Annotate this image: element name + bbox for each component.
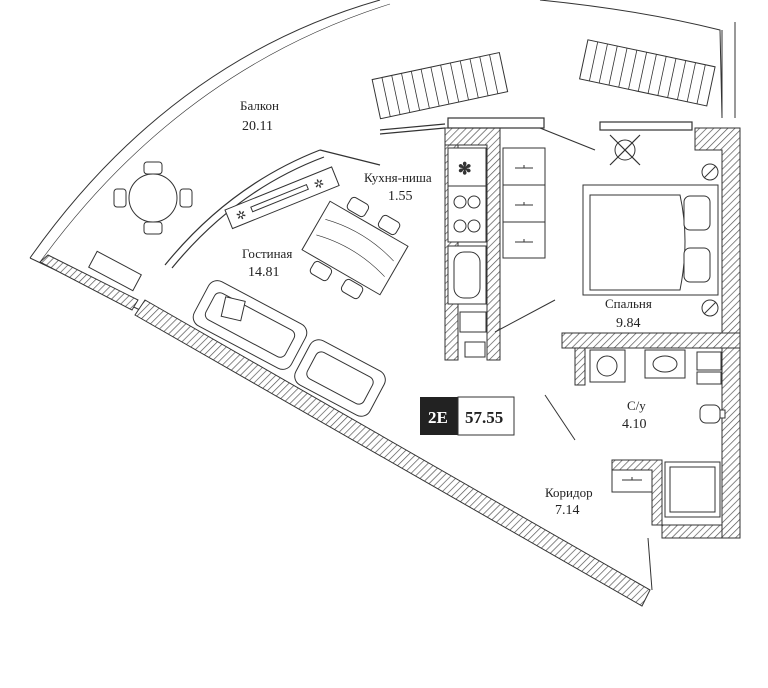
room-label-bathroom: С/у 4.10 <box>622 398 647 432</box>
room-label-living: Гостиная 14.81 <box>242 246 292 280</box>
apartment-total-area: 57.55 <box>465 408 503 427</box>
room-label-corridor: Коридор 7.14 <box>545 485 593 518</box>
balcony-table <box>113 161 193 235</box>
svg-text:20.11: 20.11 <box>242 119 273 134</box>
svg-text:Коридор: Коридор <box>545 485 593 500</box>
sunbed-right <box>579 39 716 107</box>
svg-text:✻: ✻ <box>458 161 471 178</box>
plant <box>609 134 641 166</box>
balcony-bench <box>88 250 142 292</box>
sofa <box>192 280 308 370</box>
svg-text:Гостиная: Гостиная <box>242 246 292 261</box>
svg-text:✲: ✲ <box>312 175 327 192</box>
svg-text:14.81: 14.81 <box>248 265 280 280</box>
room-label-balcony: Балкон 20.11 <box>240 98 279 134</box>
svg-text:9.84: 9.84 <box>616 316 641 331</box>
bedside-lamps <box>701 163 719 317</box>
svg-text:С/у: С/у <box>627 398 646 413</box>
bathroom-fixtures <box>589 349 726 518</box>
armchair <box>294 339 386 417</box>
svg-text:1.55: 1.55 <box>388 189 413 204</box>
kitchen-unit: ✻ <box>447 147 556 358</box>
bed <box>582 184 719 296</box>
svg-text:✲: ✲ <box>234 207 249 224</box>
window-frames <box>164 117 693 269</box>
dining-table <box>301 196 409 300</box>
room-label-kitchen: Кухня-ниша 1.55 <box>364 170 432 204</box>
svg-text:4.10: 4.10 <box>622 417 647 432</box>
svg-text:Кухня-ниша: Кухня-ниша <box>364 170 432 185</box>
tv-console: ✲ ✲ <box>224 166 340 230</box>
svg-text:7.14: 7.14 <box>555 503 580 518</box>
apartment-badge: 2E 57.55 <box>420 396 515 436</box>
apartment-code: 2E <box>428 408 448 427</box>
sunbed-left <box>371 51 509 120</box>
corridor-shelf <box>544 394 653 591</box>
svg-text:Спальня: Спальня <box>605 296 652 311</box>
svg-text:Балкон: Балкон <box>240 98 279 113</box>
room-label-bedroom: Спальня 9.84 <box>605 296 652 331</box>
